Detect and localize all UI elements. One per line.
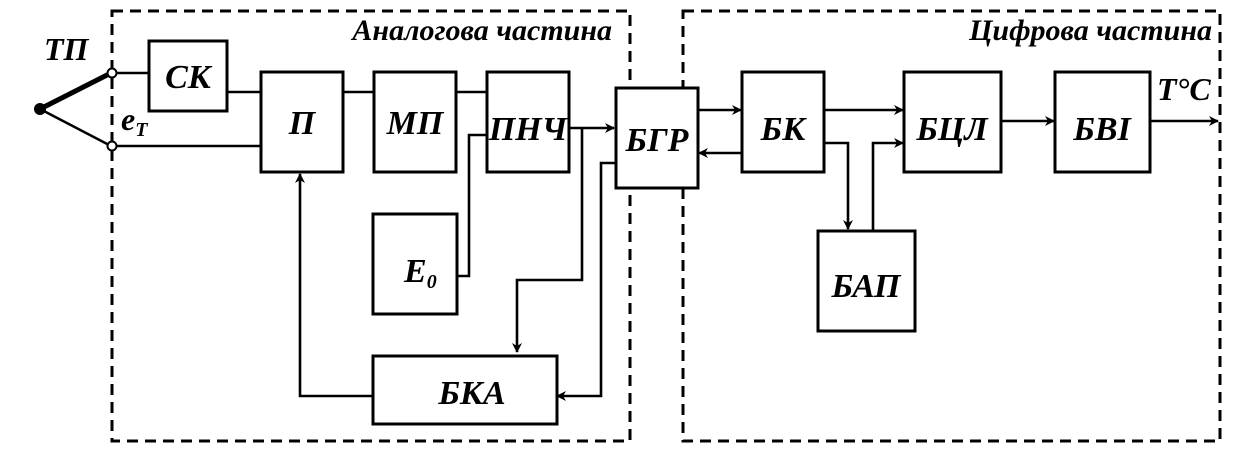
digital-area-border: [681, 9, 1222, 443]
block-bap-label: БАП: [831, 268, 903, 305]
block-p-label: П: [288, 105, 317, 142]
analog-area-border: [110, 9, 632, 443]
block-bk-label: БК: [760, 111, 808, 148]
block-bgr-label: БГР: [625, 122, 689, 159]
emf-label: eT: [121, 101, 148, 141]
block-bvi-label: БВІ: [1072, 111, 1132, 148]
block-bap: БАП: [816, 229, 917, 333]
block-bk: БК: [740, 70, 826, 174]
block-bka: БКА: [371, 354, 559, 426]
block-mp-label: МП: [386, 105, 445, 142]
thermocouple-label: ТП: [44, 31, 90, 67]
block-sk-label: СК: [165, 59, 213, 96]
block-e0: E0: [371, 212, 459, 316]
block-bka-label: БКА: [437, 375, 505, 412]
block-bvi: БВІ: [1053, 70, 1152, 174]
block-bgr: БГР: [614, 86, 700, 190]
block-p: П: [259, 70, 345, 174]
analog-area-label: Аналогова частина: [350, 14, 612, 47]
block-e0-label: E0: [403, 253, 437, 293]
block-bcl: БЦЛ: [902, 70, 1003, 174]
thermocouple-icon: [34, 67, 118, 152]
output-temperature-label: T°C: [1157, 71, 1211, 107]
block-pnch: ПНЧ: [485, 70, 571, 174]
block-sk: СК: [147, 39, 229, 113]
block-bcl-label: БЦЛ: [915, 111, 989, 148]
digital-area-label: Цифрова частина: [968, 14, 1212, 47]
connections: [117, 71, 1219, 401]
block-mp: МП: [372, 70, 458, 174]
block-pnch-label: ПНЧ: [488, 111, 569, 148]
